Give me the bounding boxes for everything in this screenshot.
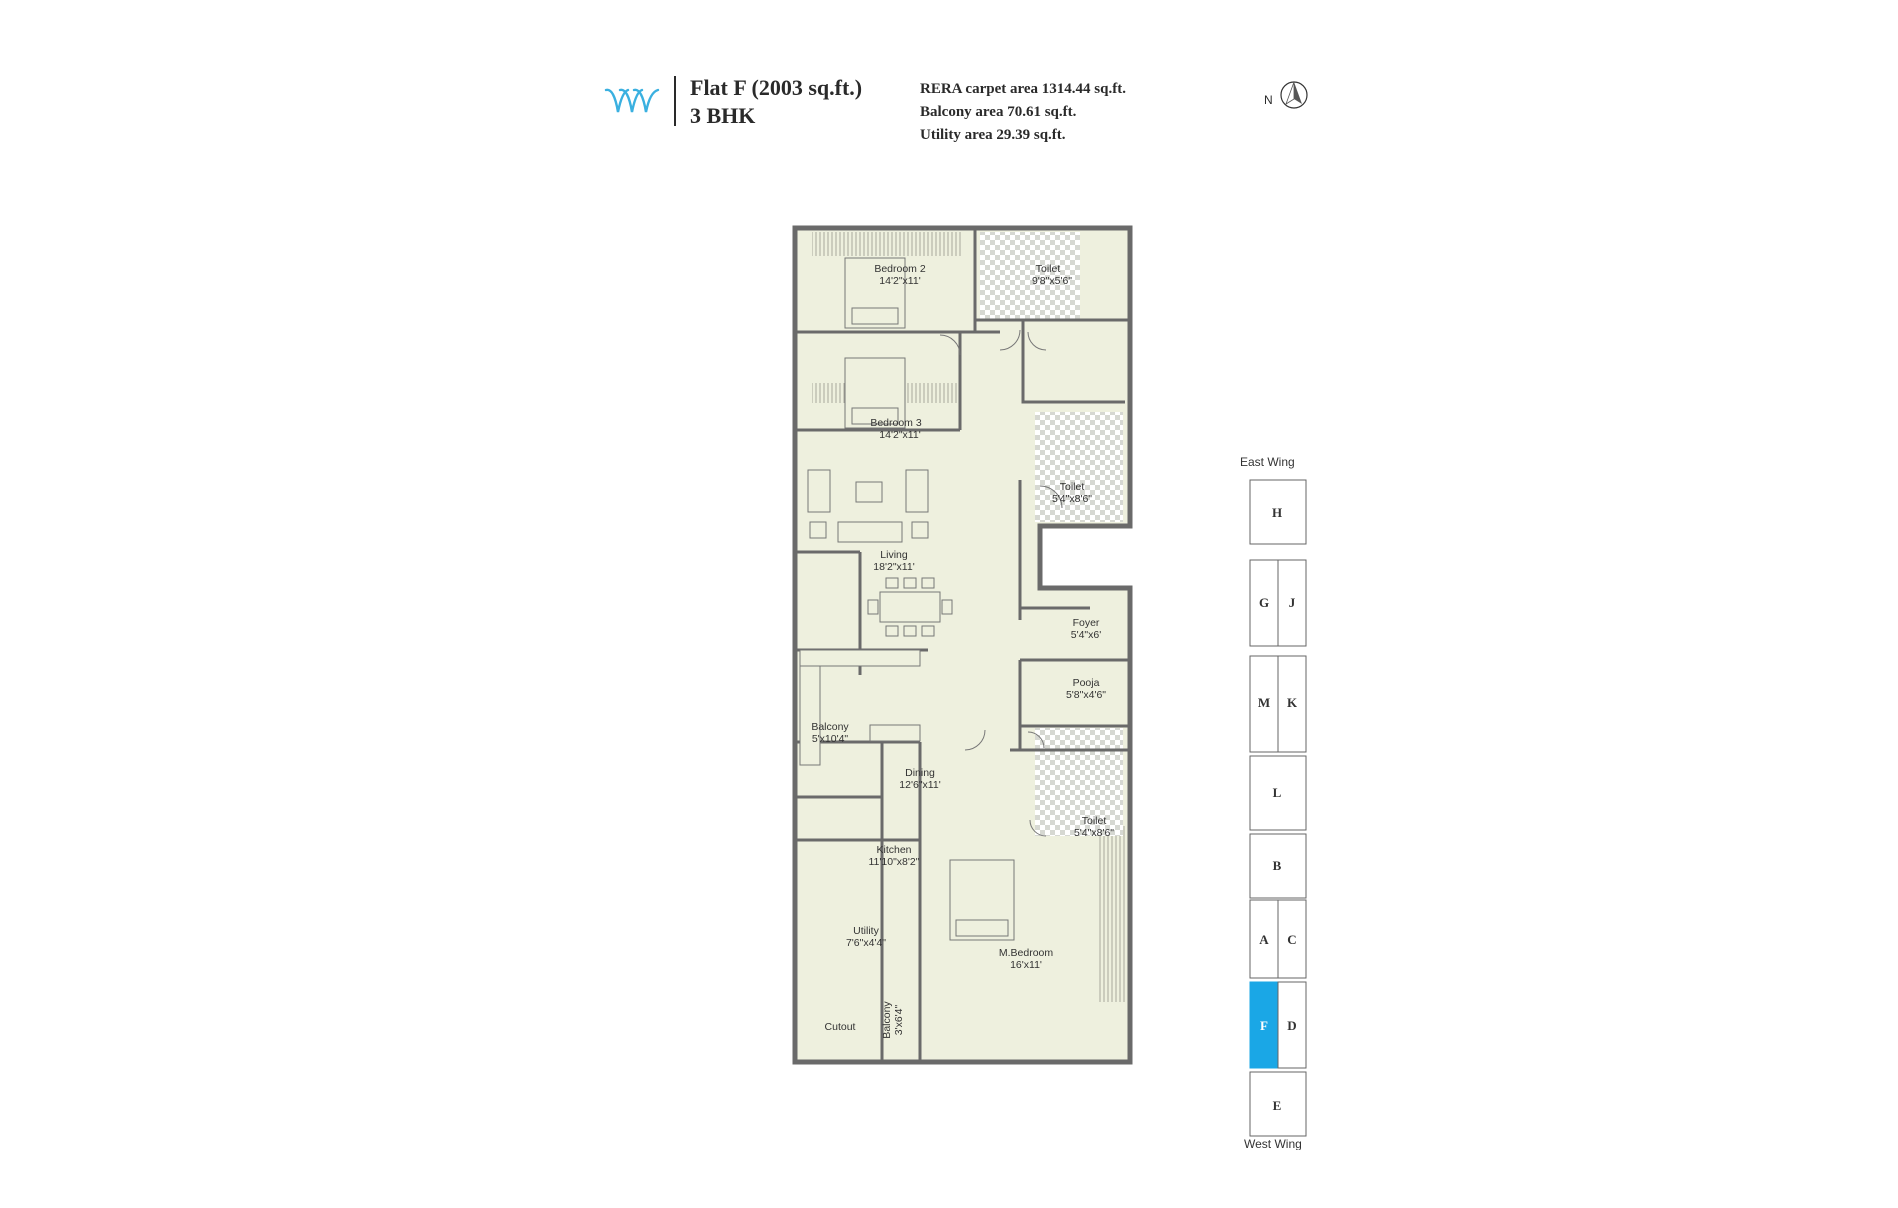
toilet3-name: Toilet (1082, 815, 1107, 827)
living-dim: 18'2"x11' (873, 561, 914, 573)
kitchen-name: Kitchen (876, 844, 911, 856)
balcony-area: Balcony area 70.61 sq.ft. (920, 104, 1077, 120)
bedroom3-name: Bedroom 3 (870, 417, 922, 429)
key-blocks (1249, 479, 1307, 1137)
balcony2-name: Balcony (881, 1001, 893, 1039)
key-bottom-label: West Wing (1244, 1137, 1302, 1150)
utility-dim: 7'6"x4'4" (846, 937, 886, 949)
key-plan: East Wing H G J M K L B A C F D E West W… (1240, 455, 1307, 1150)
header-divider (674, 76, 676, 126)
toilet1-floor (980, 232, 1080, 320)
bed-bedroom2 (844, 257, 906, 329)
key-unit-j: J (1289, 595, 1296, 610)
balcony2-dim: 3'x6'4" (893, 1004, 905, 1035)
area-details: RERA carpet area 1314.44 sq.ft. Balcony … (920, 78, 1126, 147)
key-unit-e: E (1273, 1098, 1282, 1113)
mbedroom-name: M.Bedroom (999, 947, 1054, 959)
key-unit-f: F (1260, 1018, 1268, 1033)
floor-plan: Bedroom 2 14'2"x11' Toilet 9'8"x5'6" Bed… (792, 225, 1133, 1065)
toilet1-name: Toilet (1036, 263, 1061, 275)
dining-name: Dining (905, 767, 935, 779)
dining-table (867, 577, 953, 637)
flat-type: 3 BHK (690, 103, 756, 128)
key-unit-c: C (1287, 932, 1296, 947)
pooja-dim: 5'8"x4'6" (1066, 689, 1106, 701)
rera-carpet-area: RERA carpet area 1314.44 sq.ft. (920, 81, 1126, 97)
toilet2-dim: 5'4"x8'6" (1052, 493, 1092, 505)
toilet1-dim: 9'8"x5'6" (1032, 275, 1072, 287)
toilet3-floor (1035, 728, 1123, 836)
logo-mark (604, 88, 660, 113)
mbedroom-railing (1098, 826, 1126, 1002)
key-unit-d: D (1287, 1018, 1296, 1033)
key-unit-h: H (1272, 505, 1282, 520)
utility-area: Utility area 29.39 sq.ft. (920, 127, 1066, 143)
toilet2-name: Toilet (1060, 481, 1085, 493)
dining-dim: 12'6"x11' (899, 779, 940, 791)
toilet3-dim: 5'4"x8'6" (1074, 827, 1114, 839)
mbedroom-dim: 16'x11' (1010, 959, 1042, 971)
kitchen-dim: 11'10"x8'2" (869, 856, 920, 868)
pooja-name: Pooja (1073, 677, 1100, 689)
bed-mbedroom (949, 859, 1015, 941)
foyer-dim: 5'4"x6' (1071, 629, 1102, 641)
brand-logo (604, 88, 660, 113)
interior-walls (795, 228, 1130, 1062)
cutout-name: Cutout (825, 1021, 856, 1033)
kitchen-counter (799, 649, 921, 766)
bedroom2-name: Bedroom 2 (874, 263, 926, 275)
north-compass: N (1250, 80, 1310, 110)
key-unit-g: G (1259, 595, 1269, 610)
foyer-name: Foyer (1073, 617, 1100, 629)
bedroom2-railing (812, 232, 962, 256)
key-unit-k: K (1287, 695, 1298, 710)
balcony1-dim: 5'x10'4" (812, 733, 849, 745)
bedroom2-dim: 14'2"x11' (879, 275, 920, 287)
key-unit-b: B (1273, 858, 1282, 873)
key-unit-m: M (1258, 695, 1270, 710)
bed-bedroom3 (844, 357, 906, 429)
bedroom3-dim: 14'2"x11' (879, 429, 920, 441)
flat-title: Flat F (2003 sq.ft.) (690, 75, 863, 100)
balcony1-name: Balcony (811, 721, 849, 733)
key-unit-a: A (1259, 932, 1269, 947)
toilet2-floor (1035, 412, 1123, 522)
north-label: N (1264, 93, 1273, 107)
living-name: Living (880, 549, 908, 561)
living-furniture (807, 469, 929, 543)
key-unit-l: L (1273, 785, 1282, 800)
utility-name: Utility (853, 925, 879, 937)
door-swings (939, 329, 1063, 837)
compass-icon (1280, 81, 1308, 109)
key-top-label: East Wing (1240, 455, 1295, 469)
